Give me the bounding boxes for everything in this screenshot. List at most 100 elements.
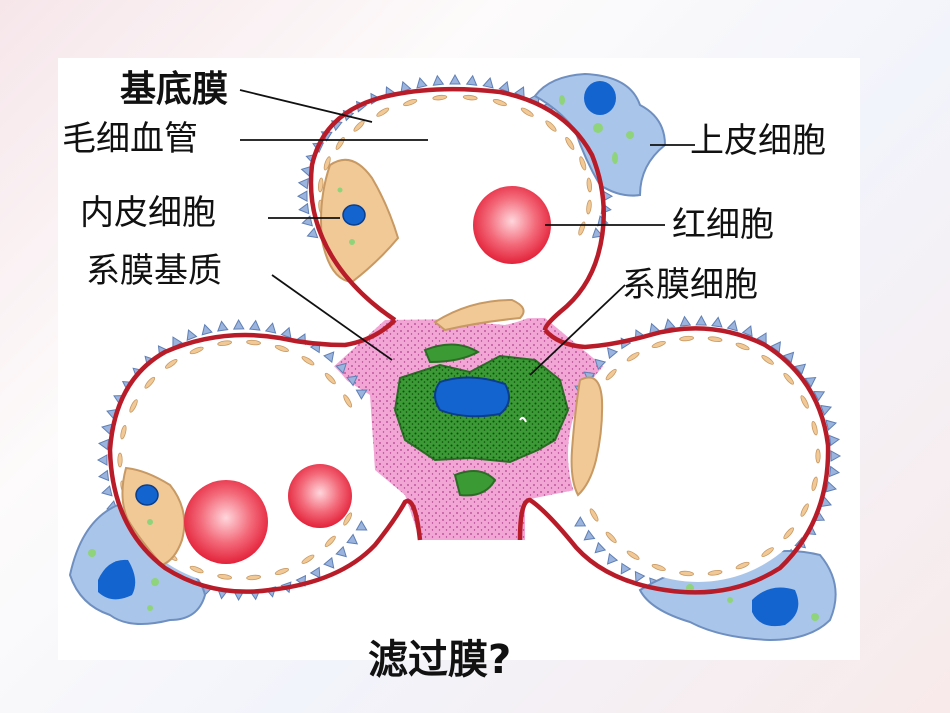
- endothelial-fenestra: [811, 476, 818, 492]
- foot-process: [101, 485, 113, 497]
- foot-process: [804, 376, 817, 388]
- endothelial-fenestra: [120, 424, 127, 440]
- endothelial-fenestra: [579, 156, 587, 171]
- endothelial-fenestra: [783, 527, 794, 540]
- endothelial-fenestra: [783, 372, 794, 385]
- label-basement-membrane: 基底膜: [120, 69, 229, 110]
- foot-process: [825, 419, 837, 431]
- endothelial-fenestra: [189, 346, 204, 355]
- foot-process: [248, 319, 261, 331]
- endothelial-fenestra: [761, 547, 774, 557]
- foot-process: [574, 516, 587, 527]
- foot-process: [825, 481, 837, 493]
- foot-process: [782, 351, 795, 364]
- endothelial-fenestra: [545, 120, 557, 132]
- endothelial-fenestra: [343, 394, 353, 408]
- label-mesangial-cell: 系膜细胞: [622, 265, 758, 305]
- endothelial-fenestra: [301, 554, 315, 564]
- label-epithelial-cell: 上皮细胞: [690, 121, 826, 161]
- foot-process: [335, 362, 347, 375]
- endothelial-fenestra: [735, 561, 750, 570]
- foot-process: [482, 77, 494, 89]
- capillary-loop-right: [568, 326, 828, 582]
- endothelial-fenestra: [815, 448, 821, 464]
- foot-process: [695, 315, 708, 326]
- endothelial-fenestra: [144, 376, 156, 389]
- endothelial-fenestra: [462, 94, 478, 101]
- endothelial-cell-mid: [433, 298, 604, 497]
- endothelial-fenestra: [343, 512, 353, 526]
- foot-process: [830, 450, 842, 462]
- label-leader-lines: [239, 89, 695, 376]
- foot-process: [306, 227, 319, 239]
- foot-process: [264, 322, 277, 334]
- foot-process: [594, 541, 607, 554]
- endothelial-fenestra: [246, 339, 261, 346]
- foot-process: [186, 329, 198, 342]
- endothelial-fenestra: [679, 335, 694, 342]
- endothelial-fenestra: [811, 420, 818, 436]
- label-mesangial-matrix: 系膜基质: [86, 251, 222, 291]
- label-red-blood-cell: 红细胞: [672, 205, 774, 245]
- endothelial-fenestra: [605, 531, 617, 544]
- question-text: 滤过膜?: [368, 637, 512, 683]
- endothelial-fenestra: [217, 340, 232, 346]
- foot-process: [634, 570, 646, 583]
- foot-process: [201, 323, 213, 336]
- foot-process: [280, 326, 292, 339]
- red-blood-cell: [473, 186, 551, 264]
- foot-process: [594, 358, 607, 371]
- endothelial-fenestra: [129, 399, 138, 413]
- endothelial-fenestra: [651, 340, 666, 348]
- endothelial-fenestra: [707, 336, 723, 342]
- endothelial-fenestra: [761, 355, 774, 365]
- foot-process: [820, 404, 833, 416]
- capillary-loop-top: [319, 100, 593, 325]
- foot-process: [297, 177, 309, 190]
- foot-process: [323, 351, 335, 364]
- foot-process: [498, 80, 510, 93]
- endothelial-fenestra: [586, 177, 592, 193]
- endothelial-fenestra: [324, 535, 336, 548]
- endothelial-fenestra: [274, 344, 289, 352]
- endothelial-fenestra: [403, 99, 418, 107]
- endothelial-cell-bottom-left: [121, 466, 186, 567]
- foot-process: [298, 202, 310, 215]
- endothelial-fenestra: [376, 107, 390, 117]
- foot-process: [416, 77, 428, 89]
- foot-process: [606, 347, 619, 360]
- endothelial-fenestra: [246, 574, 261, 581]
- endothelial-fenestra: [301, 356, 315, 366]
- endothelial-fenestra: [274, 568, 289, 576]
- endothelial-fenestra: [586, 199, 592, 215]
- foot-process: [679, 315, 692, 327]
- foot-process: [741, 325, 753, 338]
- foot-process: [828, 465, 841, 478]
- red-blood-cell: [184, 480, 268, 564]
- endothelial-fenestra: [117, 452, 123, 468]
- foot-process: [323, 556, 335, 569]
- foot-process: [346, 375, 359, 387]
- foot-process: [346, 533, 359, 545]
- foot-process: [355, 520, 368, 531]
- foot-process: [432, 74, 445, 86]
- endothelial-fenestra: [735, 342, 750, 351]
- foot-process: [794, 363, 807, 375]
- foot-process: [813, 391, 826, 402]
- foot-process: [97, 469, 110, 482]
- endothelial-fenestra: [189, 565, 204, 574]
- endothelial-fenestra: [492, 99, 507, 107]
- foot-process: [583, 529, 596, 541]
- foot-process: [355, 389, 368, 400]
- foot-process: [296, 190, 308, 202]
- basement-membrane: [107, 86, 831, 595]
- foot-process: [828, 434, 841, 447]
- label-endothelial-cell: 内皮细胞: [80, 193, 216, 233]
- foot-process: [449, 73, 461, 85]
- foot-process: [309, 566, 321, 579]
- label-capillary: 毛细血管: [62, 119, 198, 159]
- epithelial-cell-top-right: [533, 72, 667, 197]
- endothelial-fenestra: [626, 352, 640, 362]
